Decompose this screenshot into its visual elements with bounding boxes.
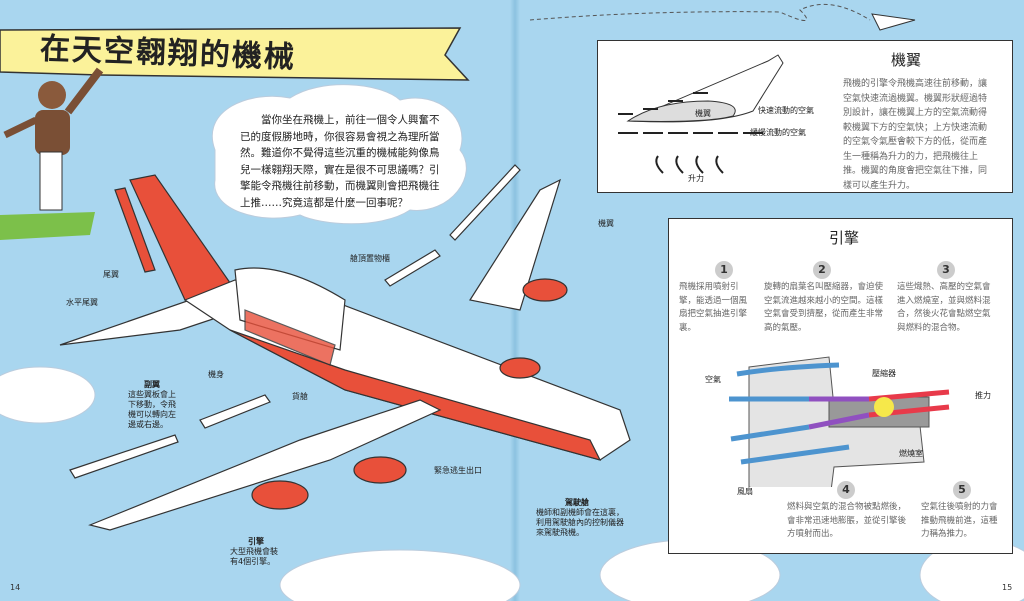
step-text: 這些熾熱、高壓的空氣會進入燃燒室，並與燃料混合，然後火花會點燃空氣與燃料的混合物… [897,282,991,333]
paper-plane-icon [871,13,916,31]
step-number: 2 [813,261,831,279]
label-wing: 機翼 [598,219,614,228]
engine-info-box: 引擎 1 飛機採用噴射引擎，能透過一個風扇把空氣抽進引擎裏。 2 旋轉的扇葉名叫… [668,218,1013,554]
diagram-label-thrust: 推力 [975,391,991,400]
label-engine-title: 引擎 [248,537,264,546]
step-text: 空氣往後噴射的力會推動飛機前進，這種力稱為推力。 [921,502,998,539]
diagram-label-compressor: 壓縮器 [872,369,896,378]
title-banner [0,27,470,81]
label-engine-desc: 大型飛機會裝有4個引擎。 [230,547,278,566]
step-text: 旋轉的扇葉名叫壓縮器，會迫使空氣流進越來越小的空間。這樣空氣會受到擠壓，從而產生… [764,282,884,333]
wing-box-text: 飛機的引擎令飛機高速往前移動，讓空氣快速流過機翼。機翼形狀經過特別設計，讓在機翼… [843,79,988,191]
step-text: 燃料與空氣的混合物被點燃後，會非常迅速地膨脹，並從引擎後方噴射而出。 [787,502,907,539]
cloud [0,366,96,424]
label-tail-fin: 尾翼 [103,270,119,279]
label-cargo-hold: 貨艙 [292,392,308,401]
label-cockpit-desc: 機師和副機師會在這裏，利用駕駛艙內的控制儀器來駕駛飛機。 [536,508,624,537]
speech-cloud [212,84,467,225]
step-text: 飛機採用噴射引擎，能透過一個風扇把空氣抽進引擎裏。 [679,282,748,333]
wing-info-box: 機翼 快速流動的空氣 緩慢流動的空氣 升力 機翼 飛機的引擎令飛機高速往前移動，… [597,40,1013,193]
intro-text: 當你坐在飛機上，前往一個令人興奮不已的度假勝地時，你很容易會視之為理所當然。難道… [240,114,440,209]
diagram-label-fan: 風扇 [737,487,753,496]
slow-air-label: 緩慢流動的空氣 [750,128,806,137]
flight-path [529,3,871,21]
step-number: 4 [837,481,855,499]
airfoil-diagram [618,54,784,174]
label-cockpit-title: 駕駛艙 [565,498,589,507]
pilot-illustration [3,67,104,211]
fast-air-label: 快速流動的空氣 [758,106,814,115]
label-aileron-title: 副翼 [144,380,160,389]
grass [0,212,95,240]
label-fuselage: 機身 [208,370,224,379]
label-overhead-bin: 艙頂置物櫃 [350,254,390,263]
engine-box-title: 引擎 [829,229,860,247]
lift-label: 升力 [688,174,704,183]
diagram-label-air: 空氣 [705,375,721,384]
step-number: 1 [715,261,733,279]
page-number-right: 15 [1002,583,1013,592]
page-title: 在天空翱翔的機械 [39,31,297,76]
diagram-label-combustion: 燃燒室 [899,449,923,458]
label-emergency-exit: 緊急逃生出口 [434,466,482,475]
airfoil-label: 機翼 [695,109,711,118]
label-aileron-desc: 這些翼板會上下移動，令飛機可以轉向左邊或右邊。 [128,390,176,429]
page-number-left: 14 [10,583,21,592]
label-horizontal-stabilizer: 水平尾翼 [66,298,98,307]
wing-box-title: 機翼 [891,51,922,69]
step-number: 5 [953,481,971,499]
step-number: 3 [937,261,955,279]
cloud [279,549,521,601]
jet-engine-diagram [729,356,950,487]
airplane-illustration [59,164,631,531]
